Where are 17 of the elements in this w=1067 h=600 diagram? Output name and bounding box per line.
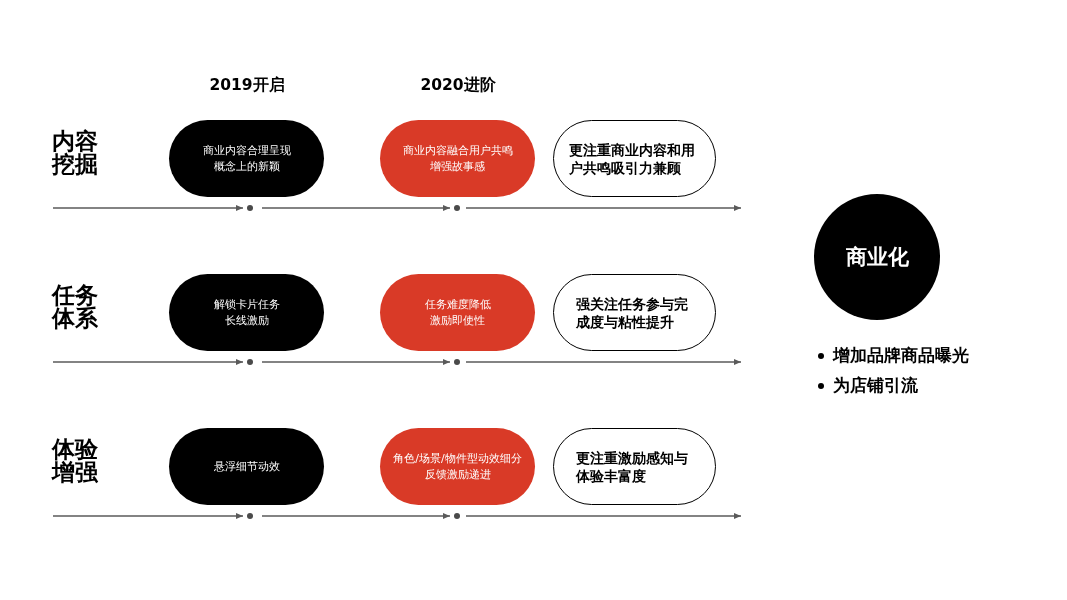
row-heading: 内容挖掘	[52, 130, 99, 176]
row-heading: 体验增强	[52, 438, 99, 484]
stage-pill: 悬浮细节动效	[169, 428, 324, 505]
stage-pill: 解锁卡片任务长线激励	[169, 274, 324, 351]
year-heading: 2020进阶	[420, 76, 496, 94]
topic-circle: 商业化	[814, 194, 940, 320]
outcome-pill: 更注重商业内容和用户共鸣吸引力兼顾	[553, 120, 716, 197]
stage-pill: 商业内容融合用户共鸣增强故事感	[380, 120, 535, 197]
stage-pill: 商业内容合理呈现概念上的新颖	[169, 120, 324, 197]
outcome-pill: 更注重激励感知与体验丰富度	[553, 428, 716, 505]
stage-pill: 角色/场景/物件型动效细分反馈激励递进	[380, 428, 535, 505]
outcome-pill: 强关注任务参与完成度与粘性提升	[553, 274, 716, 351]
row-heading: 任务体系	[52, 284, 99, 330]
stage-pill: 任务难度降低激励即使性	[380, 274, 535, 351]
bullet-text: 增加品牌商品曝光	[833, 346, 969, 366]
year-heading: 2019开启	[209, 76, 285, 94]
bullet-text: 为店铺引流	[833, 376, 918, 396]
